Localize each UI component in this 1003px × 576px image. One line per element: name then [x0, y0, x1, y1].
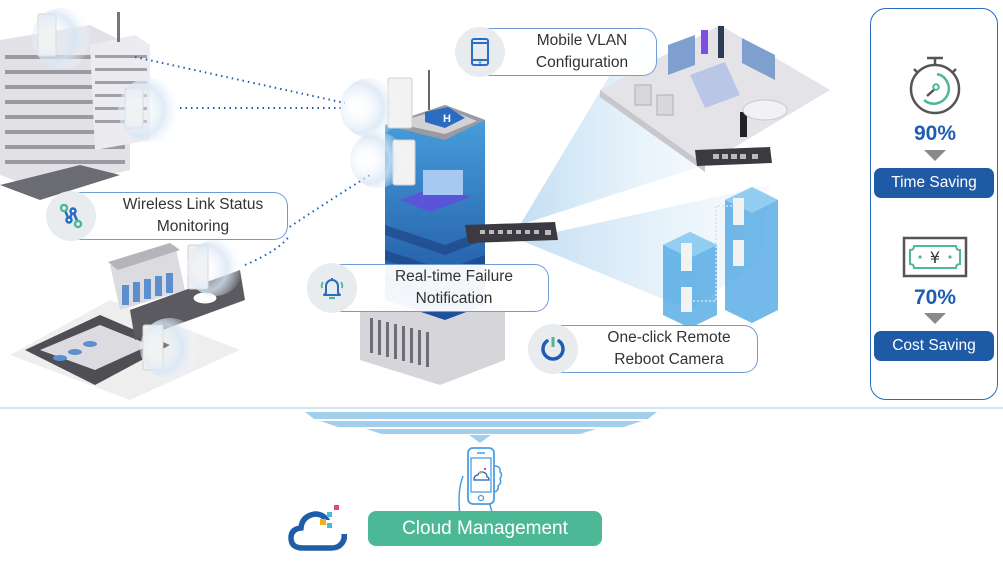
cost-saving-percent: 70% — [913, 286, 957, 309]
feature-label: One-click Remote Reboot Camera — [607, 329, 731, 368]
funnel-bars — [305, 412, 657, 443]
link-nodes-icon — [46, 191, 96, 241]
svg-text:H: H — [443, 113, 451, 125]
down-arrow-icon — [924, 150, 946, 161]
time-saving-button[interactable]: Time Saving — [874, 168, 994, 198]
wireless-links — [134, 56, 371, 266]
stopwatch-icon — [905, 54, 965, 121]
bell-icon — [307, 263, 357, 313]
mobile-phone-icon — [455, 27, 505, 77]
banknote-yen-icon: ¥ — [902, 236, 968, 283]
power-icon — [528, 324, 578, 374]
down-arrow-icon — [924, 313, 946, 324]
savings-panel: 90% Time Saving ¥ 70% Cost Saving — [870, 8, 998, 400]
feature-label: Real-time Failure Notification — [394, 268, 513, 307]
cloud-logo-icon — [287, 500, 355, 559]
feature-label: Wireless Link Status Monitoring — [122, 196, 264, 235]
feature-remote-reboot: One-click Remote Reboot Camera — [528, 324, 758, 374]
feature-wireless-link: Wireless Link Status Monitoring — [46, 191, 288, 241]
office-buildings — [0, 8, 182, 200]
cloud-management-button[interactable]: Cloud Management — [368, 511, 602, 546]
section-divider — [0, 407, 1003, 409]
office-floor — [600, 25, 830, 172]
central-tower: H — [340, 70, 558, 385]
time-saving-percent: 90% — [913, 122, 957, 145]
glass-towers — [663, 187, 778, 328]
campus-area — [10, 240, 245, 400]
cost-saving-button[interactable]: Cost Saving — [874, 331, 994, 361]
hand-phone-icon — [455, 446, 507, 521]
svg-text:¥: ¥ — [930, 248, 940, 267]
feature-mobile-vlan: Mobile VLAN Configuration — [455, 27, 657, 77]
feature-failure-notification: Real-time Failure Notification — [307, 263, 549, 313]
feature-label: Mobile VLAN Configuration — [535, 32, 629, 71]
